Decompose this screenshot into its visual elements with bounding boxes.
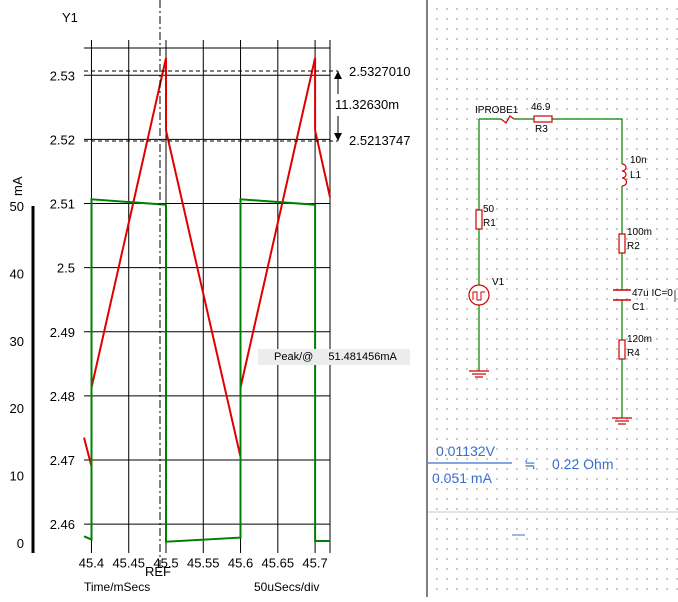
v1-name: V1 <box>492 277 505 288</box>
delta-arrow-down-head <box>334 133 342 141</box>
ref-label: REF <box>145 564 171 579</box>
y2-tick-2: 30 <box>10 334 24 349</box>
x-tick-0: 45.4 <box>79 556 104 571</box>
l1-inductor[interactable]: 10n L1 <box>621 155 647 187</box>
trace-series-0 <box>83 57 331 467</box>
r3-value: 46.9 <box>531 102 551 113</box>
y1-tick-6: 2.47 <box>50 453 75 468</box>
y1-tick-labels: 2.53 2.52 2.51 2.5 2.49 2.48 2.47 2.46 <box>50 68 75 532</box>
time-div-label: 50uSecs/div <box>254 580 319 594</box>
schematic-panel[interactable]: IPROBE1 46.9 R3 50 R1 V1 <box>428 0 678 597</box>
iprobe-component[interactable]: IPROBE1 <box>475 105 519 124</box>
cursor-top-value: 2.5327010 <box>349 64 410 79</box>
r4-value: 120m <box>627 334 652 345</box>
equation-numerator[interactable]: 0.01132V <box>436 443 495 459</box>
cursor-delta-value: 11.32630m <box>335 97 399 112</box>
y2-tick-0: 50 <box>10 199 24 214</box>
c1-name: C1 <box>632 302 645 313</box>
x-tick-6: 45.7 <box>302 556 327 571</box>
waveform-plot-panel[interactable]: Y1 mA 2.53 2.52 2.51 2.5 2.49 2.48 2.47 2.46 50… <box>0 0 428 597</box>
delta-arrow-up-head <box>334 71 342 79</box>
c1-capacitor[interactable]: 47u IC=0 C1 <box>613 288 673 313</box>
r1-name: R1 <box>483 218 496 229</box>
traces <box>83 57 331 543</box>
y1-axis-title: Y1 <box>62 10 78 25</box>
y2-tick-1: 40 <box>10 266 24 281</box>
y2-tick-4: 10 <box>10 469 24 484</box>
equation-denominator[interactable]: 0.051 mA <box>432 470 492 486</box>
x-tick-3: 45.55 <box>187 556 220 571</box>
r3-resistor[interactable]: 46.9 R3 <box>531 102 553 135</box>
r2-name: R2 <box>627 241 640 252</box>
r3-name: R3 <box>535 124 548 135</box>
y1-tick-1: 2.52 <box>50 132 75 147</box>
y1-tick-2: 2.51 <box>50 197 75 212</box>
time-axis-label: Time/mSecs <box>84 580 150 594</box>
panel-splitter[interactable] <box>426 0 428 597</box>
l1-value: 10n <box>630 155 647 166</box>
r4-resistor[interactable]: 120m R4 <box>618 334 652 360</box>
y1-tick-7: 2.46 <box>50 517 75 532</box>
y2-tick-labels: 50 40 30 20 10 0 <box>10 199 24 551</box>
trace-series-1 <box>83 198 330 543</box>
ground-left-icon <box>469 370 489 378</box>
iprobe-label: IPROBE1 <box>475 105 519 116</box>
peak-readout: Peak/@ 51.481456mA <box>258 349 410 365</box>
waveform-chart[interactable]: Y1 mA 2.53 2.52 2.51 2.5 2.49 2.48 2.47 2.46 50… <box>0 0 428 597</box>
y1-tick-0: 2.53 <box>50 68 75 83</box>
cursor-bottom-value: 2.5213747 <box>349 133 410 148</box>
peak-label: Peak/@ <box>274 351 314 363</box>
equation-approx-sign: ≒ <box>524 456 536 472</box>
y2-tick-5: 0 <box>17 536 24 551</box>
v1-source[interactable]: V1 <box>468 277 505 306</box>
y1-tick-3: 2.5 <box>57 261 75 276</box>
l1-name: L1 <box>630 170 642 181</box>
y2-tick-3: 20 <box>10 401 24 416</box>
x-tick-4: 45.6 <box>228 556 253 571</box>
y1-tick-4: 2.49 <box>50 325 75 340</box>
r1-value: 50 <box>483 204 495 215</box>
plot-grid <box>84 40 331 553</box>
schematic-canvas[interactable]: IPROBE1 46.9 R3 50 R1 V1 <box>428 0 678 597</box>
r2-resistor[interactable]: 100m R2 <box>618 227 652 254</box>
equation-result[interactable]: 0.22 Ohm <box>552 456 614 472</box>
r2-value: 100m <box>627 227 652 238</box>
c1-value: 47u IC=0 <box>632 288 673 299</box>
peak-value: 51.481456mA <box>328 351 397 363</box>
y1-tick-5: 2.48 <box>50 389 75 404</box>
y2-axis-unit: mA <box>10 176 25 196</box>
ground-right-icon <box>612 417 632 425</box>
x-tick-1: 45.45 <box>112 556 145 571</box>
r4-name: R4 <box>627 348 640 359</box>
x-tick-5: 45.65 <box>262 556 295 571</box>
r1-resistor[interactable]: 50 R1 <box>475 204 496 230</box>
schematic-wires <box>478 118 623 418</box>
